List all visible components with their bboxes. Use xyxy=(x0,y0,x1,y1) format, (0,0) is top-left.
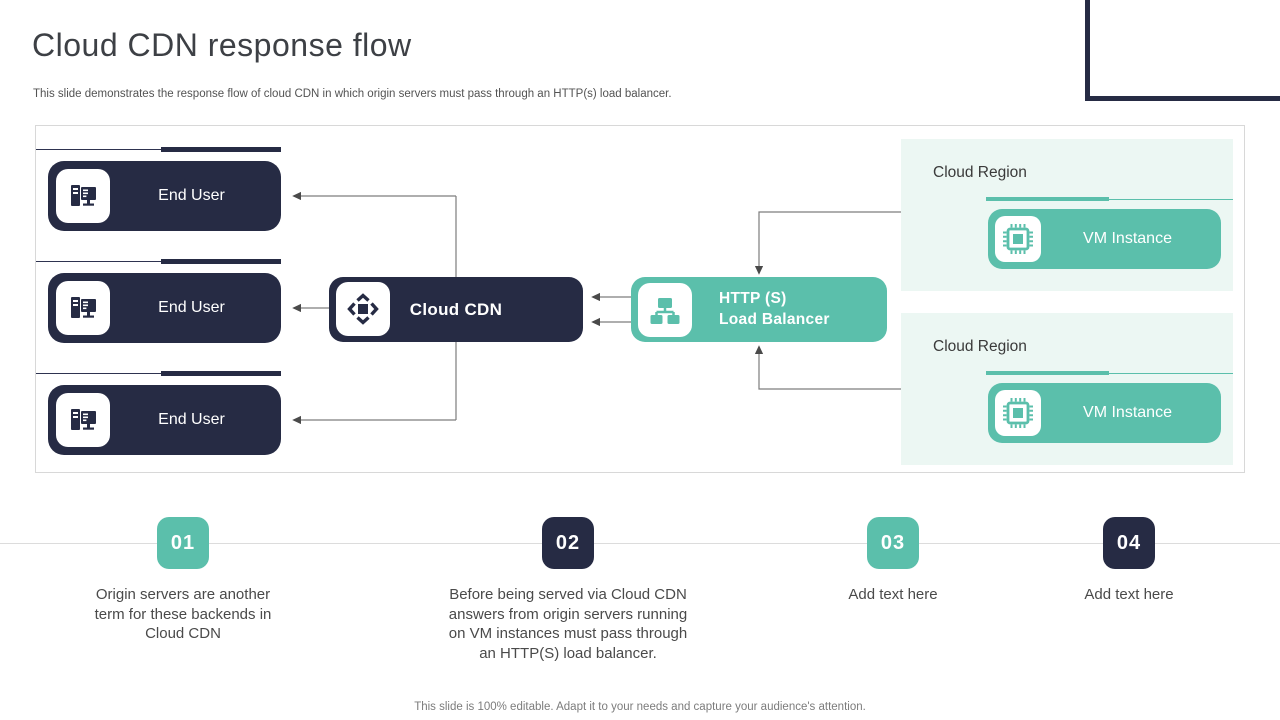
cloud-region-title: Cloud Region xyxy=(933,338,1027,355)
vm-instance-label: VM Instance xyxy=(1083,404,1172,421)
network-hierarchy-icon xyxy=(638,282,692,337)
region-underline-thin xyxy=(1109,373,1233,374)
desktop-computer-icon xyxy=(56,281,110,335)
step-number-badge[interactable]: 02 xyxy=(542,517,594,569)
region-underline-thin xyxy=(1109,199,1233,200)
steps-divider-line xyxy=(0,543,1280,544)
step-number-badge[interactable]: 03 xyxy=(867,517,919,569)
end-user-node[interactable]: End User xyxy=(48,385,281,455)
editable-note: This slide is 100% editable. Adapt it to… xyxy=(414,701,866,713)
step-text[interactable]: Add text here xyxy=(1084,586,1174,603)
vm-instance-node[interactable]: VM Instance xyxy=(988,383,1221,443)
corner-bracket-vertical xyxy=(1085,0,1090,101)
decor-line-thick xyxy=(161,147,281,152)
load-balancer-label-line2: Load Balancer xyxy=(719,310,830,328)
vm-instance-label: VM Instance xyxy=(1083,230,1172,247)
diagram-canvas: End User End User xyxy=(35,125,1245,473)
page-title: Cloud CDN response flow xyxy=(32,27,412,63)
end-user-label: End User xyxy=(158,299,225,316)
corner-bracket-horizontal xyxy=(1085,96,1280,101)
move-arrows-icon xyxy=(336,282,390,336)
cloud-region-panel: Cloud Region VM Instance xyxy=(901,139,1233,291)
end-user-node[interactable]: End User xyxy=(48,161,281,231)
region-underline-thick xyxy=(986,197,1109,201)
step-text[interactable]: Origin servers are another term for thes… xyxy=(94,586,272,642)
cloud-cdn-label: Cloud CDN xyxy=(409,300,503,319)
cloud-cdn-node[interactable]: Cloud CDN xyxy=(329,277,583,342)
decor-line-thin xyxy=(36,261,161,262)
decor-line-thin xyxy=(36,149,161,150)
decor-line-thick xyxy=(161,371,281,376)
step-text[interactable]: Add text here xyxy=(848,586,938,603)
load-balancer-node[interactable]: HTTP (S) Load Balancer xyxy=(631,277,887,342)
step-04: 04 Add text here xyxy=(1019,517,1239,605)
load-balancer-label: HTTP (S) Load Balancer xyxy=(719,289,830,329)
cpu-chip-icon xyxy=(995,390,1041,436)
cloud-region-title: Cloud Region xyxy=(933,164,1027,181)
step-02: 02 Before being served via Cloud CDN ans… xyxy=(408,517,728,663)
step-number-badge[interactable]: 04 xyxy=(1103,517,1155,569)
region-underline-thick xyxy=(986,371,1109,375)
step-text[interactable]: Before being served via Cloud CDN answer… xyxy=(448,586,688,662)
step-number-badge[interactable]: 01 xyxy=(157,517,209,569)
step-01: 01 Origin servers are another term for t… xyxy=(38,517,328,644)
desktop-computer-icon xyxy=(56,393,110,447)
desktop-computer-icon xyxy=(56,169,110,223)
cpu-chip-icon xyxy=(995,216,1041,262)
step-03: 03 Add text here xyxy=(783,517,1003,605)
load-balancer-label-line1: HTTP (S) xyxy=(719,290,787,308)
cloud-region-panel: Cloud Region VM Instance xyxy=(901,313,1233,465)
end-user-label: End User xyxy=(158,187,225,204)
end-user-node[interactable]: End User xyxy=(48,273,281,343)
end-user-label: End User xyxy=(158,411,225,428)
vm-instance-node[interactable]: VM Instance xyxy=(988,209,1221,269)
decor-line-thin xyxy=(36,373,161,374)
decor-line-thick xyxy=(161,259,281,264)
page-subtitle: This slide demonstrates the response flo… xyxy=(33,88,672,100)
